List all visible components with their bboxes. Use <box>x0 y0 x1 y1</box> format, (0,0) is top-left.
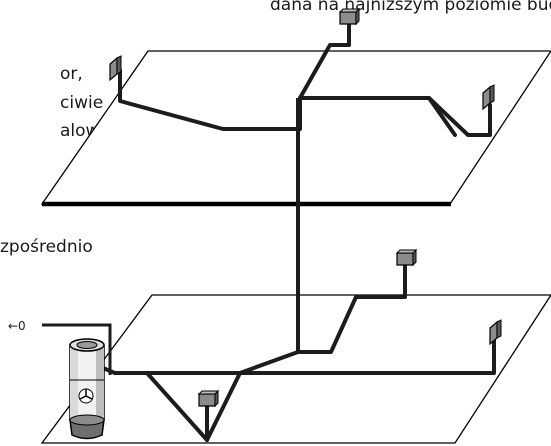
text-fragment-4: zpośrednio <box>0 237 93 257</box>
pipe-lower-v-left <box>145 371 209 442</box>
inlet-upper-left <box>109 55 122 82</box>
pipe-lower-diagonal <box>238 350 300 375</box>
exhaust-marker: ←0 <box>8 319 26 333</box>
central-vacuum-unit <box>69 338 105 440</box>
pipe-lower-to-inlet-top <box>296 260 407 354</box>
pipe-upper-diagonal-down <box>427 96 457 137</box>
pipe-lower-main <box>113 338 496 375</box>
text-fragment-1: or, <box>60 64 83 84</box>
text-fragment-2: ciwie <box>60 93 104 113</box>
inlet-upper-top <box>338 7 361 26</box>
inlet-lower-top <box>395 248 418 267</box>
inlet-upper-right <box>482 84 495 111</box>
fan-icon <box>78 388 94 404</box>
pipe-lower-v-mid <box>205 371 242 442</box>
pipe-upper-right <box>298 96 492 137</box>
lower-pipes <box>101 260 496 442</box>
exhaust-pipe <box>42 323 112 375</box>
pipe-upper-top <box>298 21 351 100</box>
inlet-lower-right <box>489 319 502 346</box>
inlet-lower-bottom <box>197 389 220 408</box>
